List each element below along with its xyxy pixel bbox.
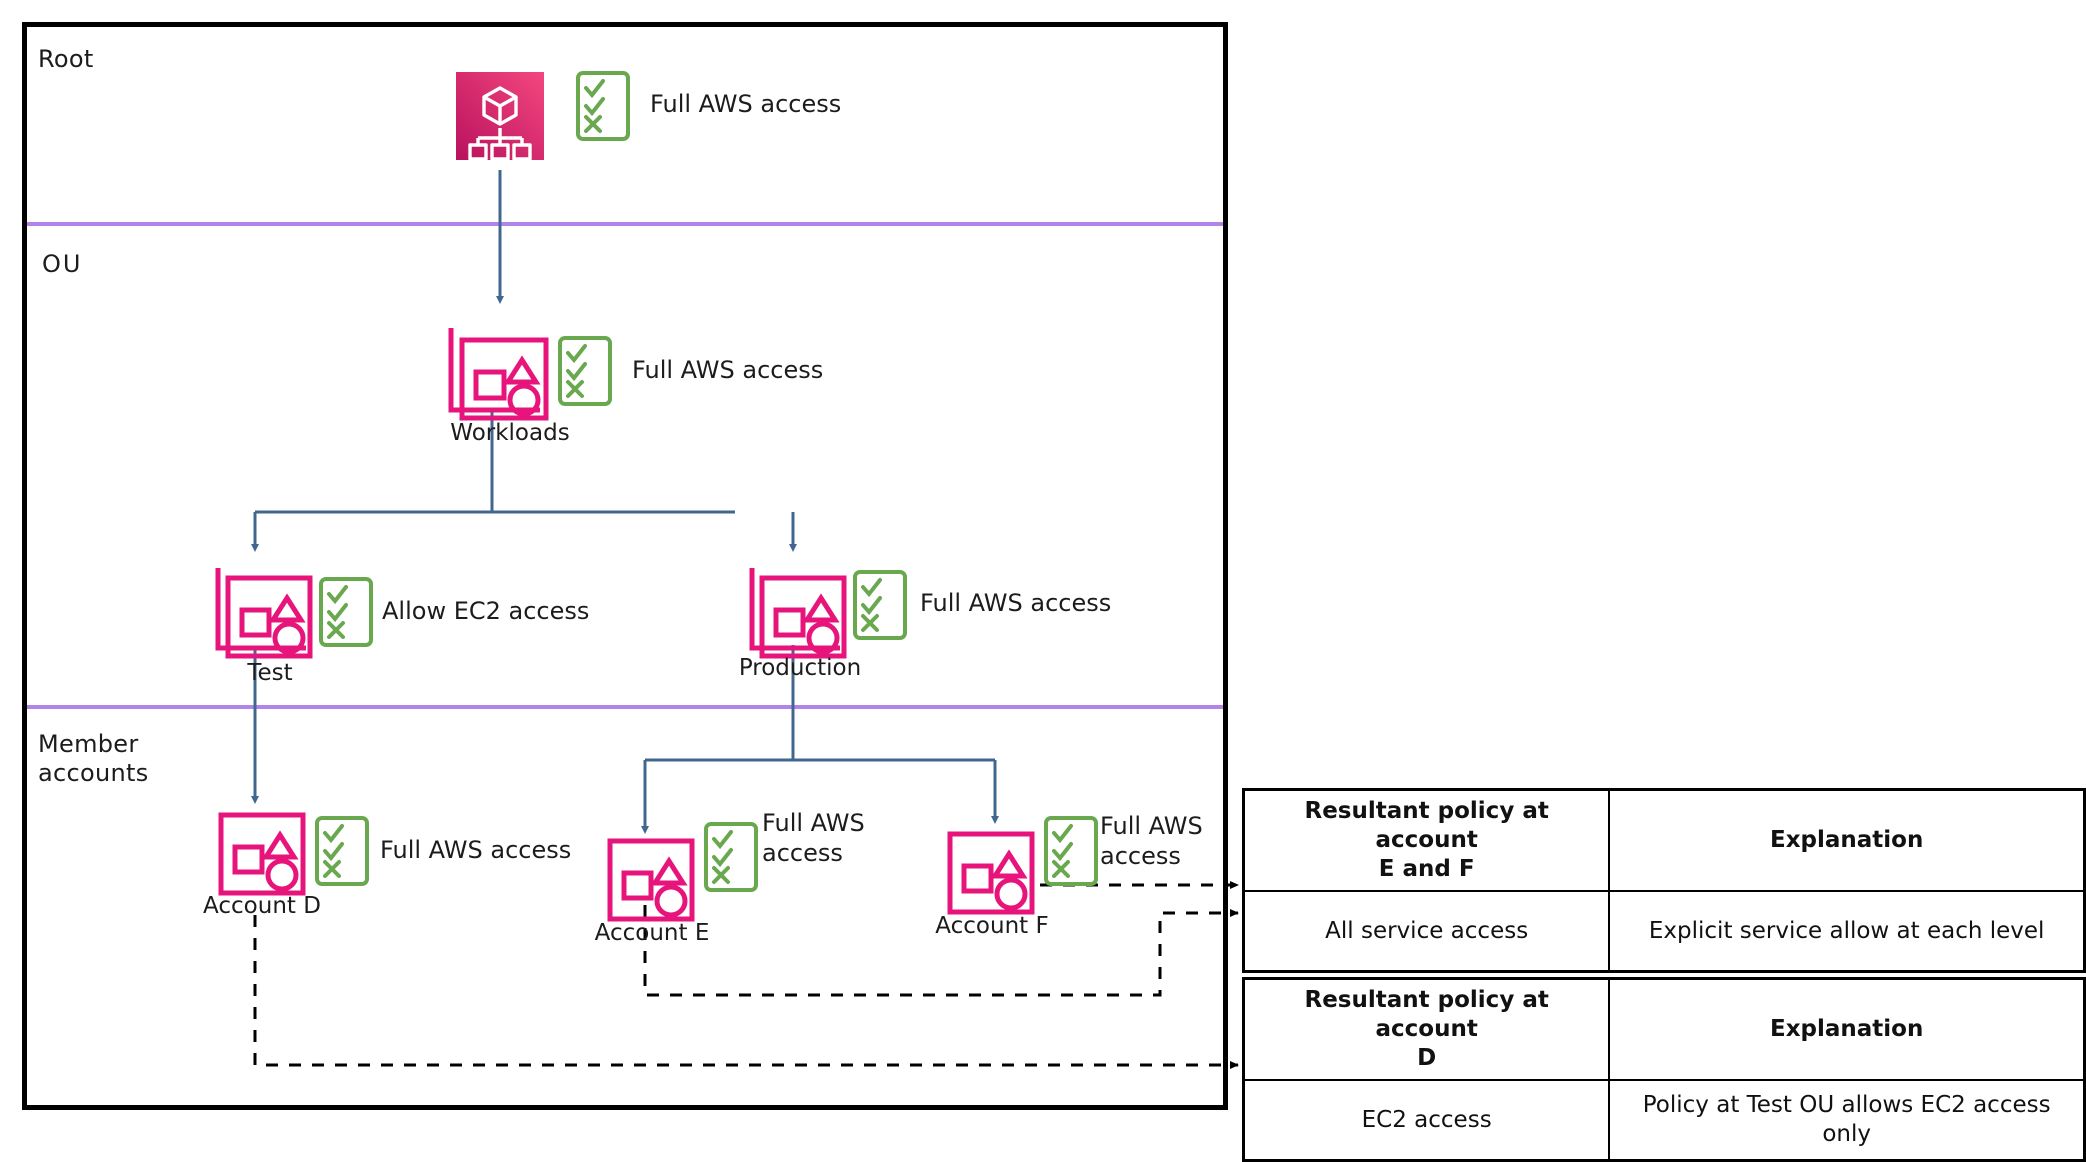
policy-label-account-d: Full AWS access	[380, 836, 572, 864]
table-d-header-explanation: Explanation	[1608, 977, 2086, 1081]
policy-label-production: Full AWS access	[920, 589, 1112, 617]
zone-label-ou: OU	[42, 250, 83, 278]
table-row: Resultant policy at account D Explanatio…	[1242, 977, 2086, 1081]
zone-divider-root-ou	[27, 222, 1223, 226]
policy-label-account-f: Full AWS access	[1100, 812, 1203, 870]
table-row: EC2 access Policy at Test OU allows EC2 …	[1242, 1079, 2086, 1162]
table-d-cell-explanation: Policy at Test OU allows EC2 access only	[1608, 1079, 2086, 1162]
table-resultant-policy-d: Resultant policy at account D Explanatio…	[1242, 977, 2086, 1162]
table-d-header-policy: Resultant policy at account D	[1242, 977, 1611, 1081]
policy-label-account-e: Full AWS access	[762, 809, 865, 867]
zone-label-root: Root	[38, 45, 94, 73]
node-caption-production: Production	[738, 655, 862, 681]
table-d-cell-policy: EC2 access	[1242, 1079, 1611, 1162]
policy-label-test: Allow EC2 access	[382, 597, 590, 625]
table-ef-cell-policy: All service access	[1242, 890, 1611, 973]
policy-label-root: Full AWS access	[650, 90, 842, 118]
node-caption-workloads: Workloads	[450, 420, 570, 446]
table-ef-header-policy: Resultant policy at account E and F	[1242, 788, 1611, 892]
node-caption-account-f: Account F	[935, 913, 1049, 939]
table-row: All service access Explicit service allo…	[1242, 890, 2086, 973]
zone-divider-ou-member	[27, 705, 1223, 709]
policy-label-workloads: Full AWS access	[632, 356, 824, 384]
node-caption-account-d: Account D	[203, 893, 321, 919]
node-caption-account-e: Account E	[594, 920, 710, 946]
table-resultant-policy-ef: Resultant policy at account E and F Expl…	[1242, 788, 2086, 973]
table-row: Resultant policy at account E and F Expl…	[1242, 788, 2086, 892]
table-ef-cell-explanation: Explicit service allow at each level	[1608, 890, 2086, 973]
zone-label-member-accounts: Member accounts	[38, 730, 149, 787]
table-ef-header-explanation: Explanation	[1608, 788, 2086, 892]
node-caption-test: Test	[247, 660, 293, 686]
organization-boundary	[22, 22, 1228, 1110]
